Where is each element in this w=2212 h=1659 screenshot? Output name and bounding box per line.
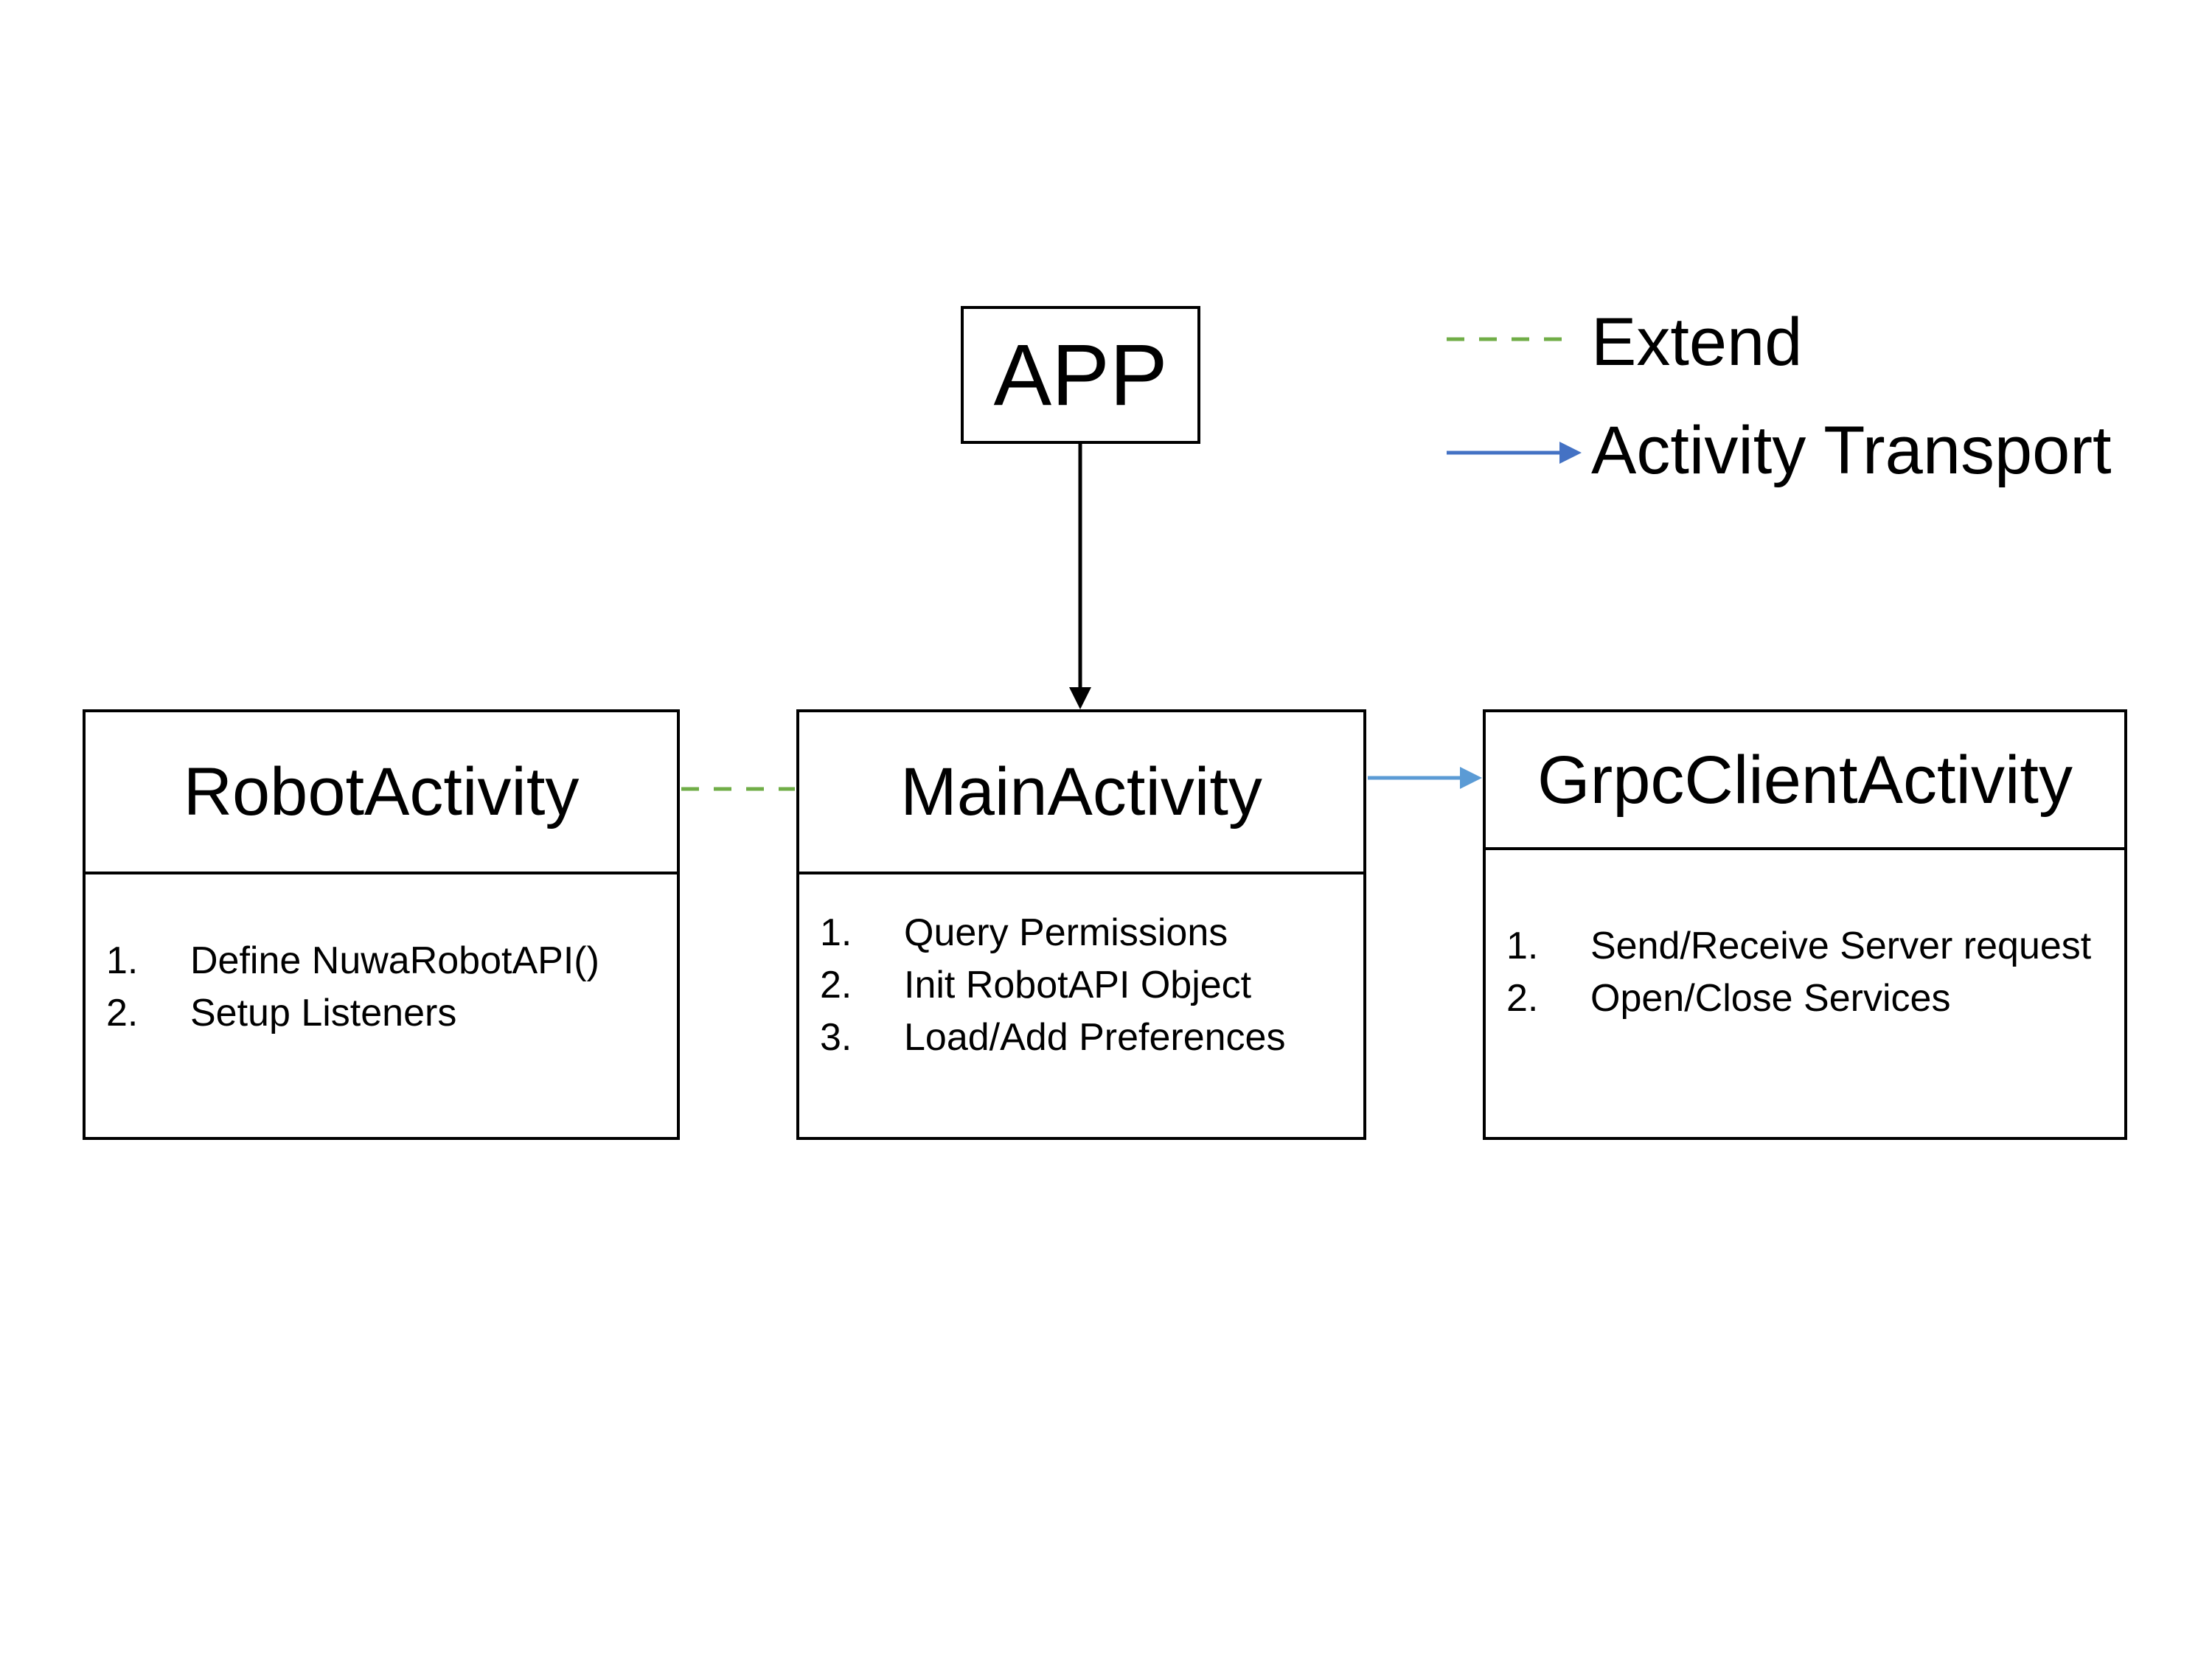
item-text: Query Permissions: [904, 911, 1228, 954]
grpc-client-activity-node: GrpcClientActivity 1. Send/Receive Serve…: [1483, 709, 2127, 1140]
robot-activity-node: RobotActivity 1. Define NuwaRobotAPI() 2…: [83, 709, 680, 1140]
list-item: 2. Init RobotAPI Object: [799, 959, 1363, 1012]
grpc-client-activity-title: GrpcClientActivity: [1537, 742, 2073, 818]
legend-transport-label: Activity Transport: [1591, 413, 2112, 488]
item-number: 2.: [820, 964, 852, 1006]
list-item: 2. Open/Close Services: [1486, 973, 2124, 1025]
grpc-client-activity-header: GrpcClientActivity: [1486, 712, 2124, 850]
robot-activity-body: 1. Define NuwaRobotAPI() 2. Setup Listen…: [86, 872, 677, 1137]
robot-activity-items: 1. Define NuwaRobotAPI() 2. Setup Listen…: [86, 935, 677, 1040]
item-text: Setup Listeners: [190, 992, 457, 1034]
list-item: 2. Setup Listeners: [86, 987, 677, 1040]
list-item: 3. Load/Add Preferences: [799, 1012, 1363, 1064]
main-activity-title: MainActivity: [900, 754, 1262, 830]
main-activity-items: 1. Query Permissions 2. Init RobotAPI Ob…: [799, 907, 1363, 1064]
app-node: APP: [961, 306, 1200, 444]
item-text: Init RobotAPI Object: [904, 964, 1252, 1006]
item-number: 1.: [820, 911, 852, 954]
item-text: Send/Receive Server request: [1590, 925, 2092, 967]
legend-extend-label: Extend: [1591, 305, 1803, 380]
item-text: Load/Add Preferences: [904, 1016, 1286, 1059]
list-item: 1. Define NuwaRobotAPI(): [86, 935, 677, 987]
grpc-client-activity-body: 1. Send/Receive Server request 2. Open/C…: [1486, 847, 2124, 1137]
robot-activity-header: RobotActivity: [86, 712, 677, 874]
main-activity-header: MainActivity: [799, 712, 1363, 874]
list-item: 1. Send/Receive Server request: [1486, 920, 2124, 973]
item-number: 2.: [106, 992, 139, 1034]
main-activity-node: MainActivity 1. Query Permissions 2. Ini…: [796, 709, 1366, 1140]
list-item: 1. Query Permissions: [799, 907, 1363, 959]
robot-activity-title: RobotActivity: [183, 754, 580, 830]
item-text: Define NuwaRobotAPI(): [190, 939, 599, 982]
app-label: APP: [993, 326, 1168, 424]
item-text: Open/Close Services: [1590, 977, 1951, 1020]
item-number: 2.: [1506, 977, 1539, 1020]
grpc-client-activity-items: 1. Send/Receive Server request 2. Open/C…: [1486, 920, 2124, 1025]
item-number: 1.: [1506, 925, 1539, 967]
item-number: 1.: [106, 939, 139, 982]
item-number: 3.: [820, 1016, 852, 1059]
main-activity-body: 1. Query Permissions 2. Init RobotAPI Ob…: [799, 872, 1363, 1137]
